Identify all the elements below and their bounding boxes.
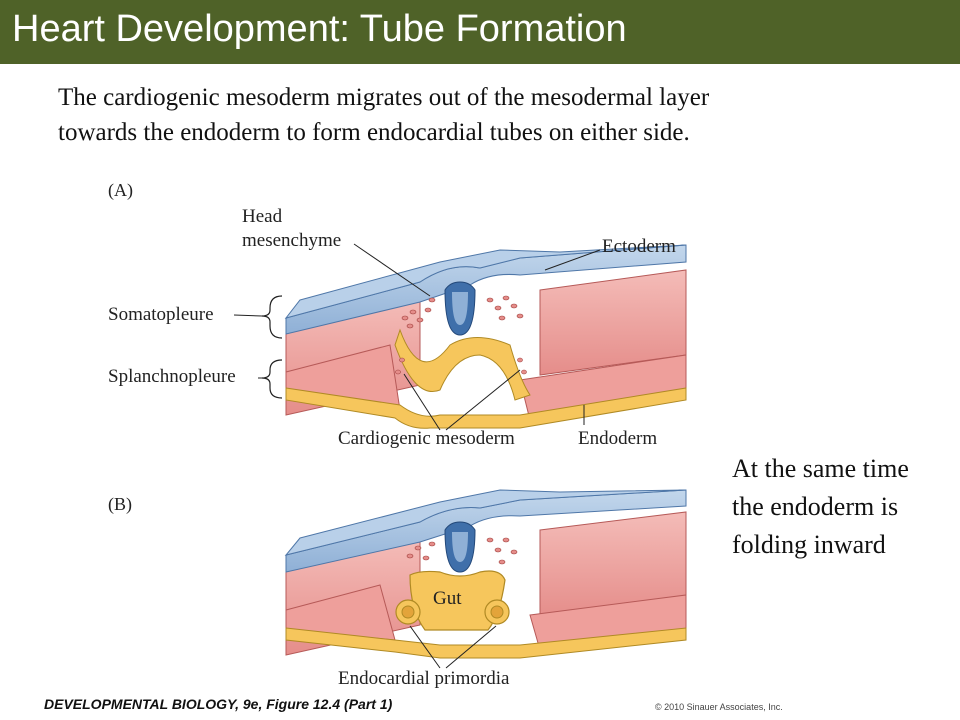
endoderm-layer-b xyxy=(285,627,687,659)
leader-primordia-right xyxy=(445,625,497,669)
leader-cardiogenic-left xyxy=(403,373,441,431)
ectoderm-top-b xyxy=(284,489,687,556)
gut-fold xyxy=(409,570,506,631)
label-endocardial-primordia: Endocardial primordia xyxy=(338,668,510,689)
label-cardiogenic-mesoderm: Cardiogenic mesoderm xyxy=(338,428,515,449)
ectoderm-top-a xyxy=(284,244,687,319)
mesenchyme-cells-a xyxy=(395,295,527,375)
endoderm-layer-a xyxy=(285,387,687,429)
side-note: At the same time the endoderm is folding… xyxy=(732,450,960,564)
label-mesenchyme: mesenchyme xyxy=(242,230,341,251)
intro-text: The cardiogenic mesoderm migrates out of… xyxy=(58,80,938,150)
label-somatopleure: Somatopleure xyxy=(108,304,214,325)
label-splanchnopleure: Splanchnopleure xyxy=(108,366,236,387)
brace-splanchnopleure xyxy=(261,359,283,399)
brace-somatopleure xyxy=(261,295,283,339)
title-bar: Heart Development: Tube Formation xyxy=(0,0,960,64)
endoderm-arch-a xyxy=(394,328,531,401)
panel-a-drawing xyxy=(284,244,687,429)
leader-ectoderm xyxy=(544,249,601,271)
copyright-notice: © 2010 Sinauer Associates, Inc. xyxy=(655,702,783,712)
leader-mesenchyme xyxy=(353,243,431,297)
label-endoderm: Endoderm xyxy=(578,428,657,449)
panel-a-label: (A) xyxy=(108,180,133,201)
leader-cardiogenic-right xyxy=(445,369,521,431)
label-ectoderm: Ectoderm xyxy=(602,236,676,257)
leader-primordia-left xyxy=(409,625,441,669)
intro-line: towards the endoderm to form endocardial… xyxy=(58,119,690,146)
label-gut: Gut xyxy=(433,588,462,609)
side-note-line: At the same time xyxy=(732,454,909,483)
page-title: Heart Development: Tube Formation xyxy=(12,8,627,50)
panel-b-drawing xyxy=(284,489,687,659)
figure-caption: DEVELOPMENTAL BIOLOGY, 9e, Figure 12.4 (… xyxy=(44,696,393,712)
side-note-line: the endoderm is xyxy=(732,492,899,521)
side-note-line: folding inward xyxy=(732,530,886,559)
label-head: Head xyxy=(242,206,283,227)
panel-b-label: (B) xyxy=(108,494,132,515)
mesenchyme-cells-b xyxy=(406,537,518,565)
intro-line: The cardiogenic mesoderm migrates out of… xyxy=(58,84,710,111)
